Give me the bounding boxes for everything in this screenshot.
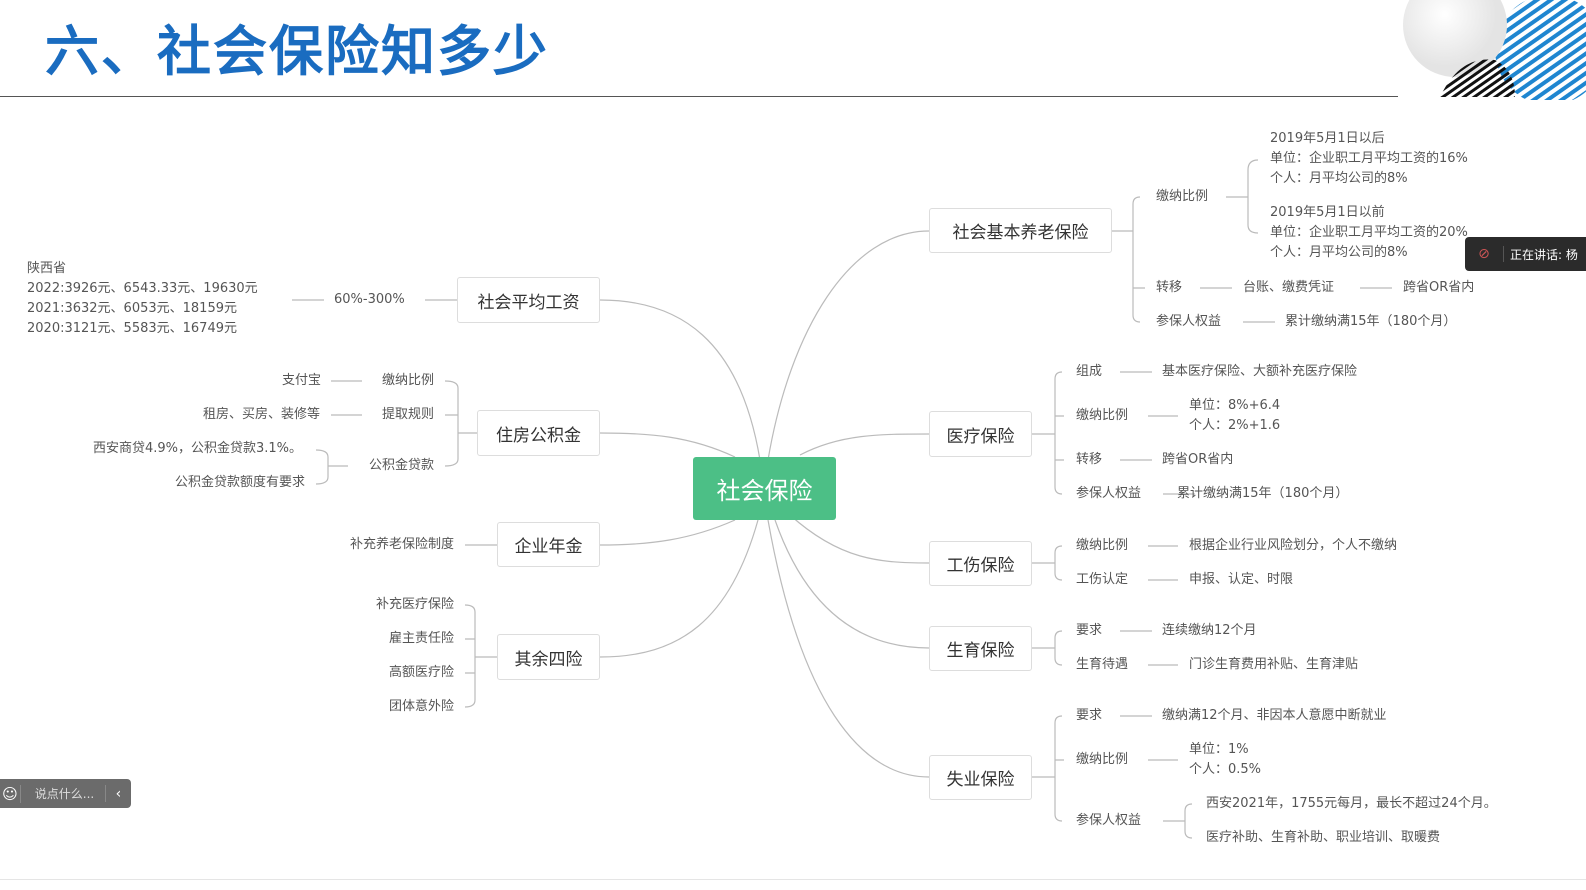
others-item: 补充医疗保险 [375,597,454,612]
annuity-desc: 补充养老保险制度 [349,537,454,552]
fund-loan-rate: 西安商贷4.9%，公积金贷款3.1%。 [92,441,302,456]
page-title: 六、社会保险知多少 [45,20,549,83]
unemp-rights-label: 参保人权益 [1076,813,1142,828]
medical-rate-unit: 单位：8%+6.4 [1189,398,1281,413]
node-fund[interactable]: 住房公积金 [477,410,600,456]
pension-transfer-docs: 台账、缴费凭证 [1243,280,1335,295]
injury-ident-label: 工伤认定 [1076,572,1129,587]
corner-decoration [1403,0,1586,100]
unemp-rate-unit: 单位：1% [1189,742,1249,757]
fund-withdraw: 租房、买房、装修等 [202,407,320,422]
pension-after-person: 个人：月平均公司的8% [1270,171,1408,186]
pension-after-unit: 单位：企业职工月平均工资的16% [1270,151,1468,166]
unemp-rate-label: 缴纳比例 [1076,752,1129,767]
medical-transfer: 跨省OR省内 [1162,452,1234,467]
wage-2020: 2020:3121元、5583元、16749元 [27,321,237,336]
others-item: 团体意外险 [388,699,454,714]
medical-transfer-label: 转移 [1076,452,1103,467]
mic-muted-icon: ⊘ [1465,246,1504,262]
bottom-divider [0,879,1586,880]
unemp-rights-1: 西安2021年，1755元每月，最长不超过24个月。 [1206,796,1497,811]
wage-2022: 2022:3926元、6543.33元、19630元 [27,281,258,296]
injury-ident: 申报、认定、时限 [1189,572,1294,587]
pension-transfer-scope: 跨省OR省内 [1403,280,1475,295]
node-annuity[interactable]: 企业年金 [497,522,600,567]
chat-input[interactable]: 说点什么... [21,785,106,802]
fund-loan-limit: 公积金贷款额度有要求 [174,475,305,490]
title-divider [0,96,1398,97]
others-item: 雇主责任险 [388,631,454,646]
pension-rights: 累计缴纳满15年（180个月） [1285,314,1457,329]
fund-loan-label: 公积金贷款 [368,458,434,473]
node-medical[interactable]: 医疗保险 [929,411,1032,457]
medical-rate-person: 个人：2%+1.6 [1189,418,1281,433]
node-others[interactable]: 其余四险 [497,634,600,680]
center-node[interactable]: 社会保险 [693,457,836,520]
node-maternity[interactable]: 生育保险 [929,626,1032,671]
medical-comp-label: 组成 [1076,364,1103,379]
unemp-rate-person: 个人：0.5% [1189,762,1262,777]
medical-comp: 基本医疗保险、大额补充医疗保险 [1162,364,1358,379]
fund-rate-label: 缴纳比例 [381,373,434,388]
pension-before-unit: 单位：企业职工月平均工资的20% [1270,225,1468,240]
node-injury[interactable]: 工伤保险 [929,541,1032,586]
collapse-chevron-icon[interactable]: ‹ [115,785,122,802]
pension-rate-label: 缴纳比例 [1156,189,1209,204]
injury-rate-label: 缴纳比例 [1076,538,1129,553]
node-pension[interactable]: 社会基本养老保险 [929,208,1112,253]
speaking-indicator: ⊘ 正在讲话: 杨 [1465,237,1586,271]
medical-rights: 累计缴纳满15年（180个月） [1177,486,1349,501]
wage-range: 60%-300% [334,292,405,307]
medical-rate-label: 缴纳比例 [1076,408,1129,423]
unemp-rights-2: 医疗补助、生育补助、职业培训、取暖费 [1206,830,1441,845]
pension-before-date: 2019年5月1日以前 [1270,205,1385,220]
maternity-benefit: 门诊生育费用补贴、生育津贴 [1189,657,1359,672]
node-unemployment[interactable]: 失业保险 [929,755,1032,800]
pension-after-date: 2019年5月1日以后 [1270,131,1385,146]
fund-rate: 支付宝 [281,373,321,388]
node-wage[interactable]: 社会平均工资 [457,277,600,323]
others-item: 高额医疗险 [388,665,454,680]
fund-withdraw-label: 提取规则 [381,407,434,422]
maternity-benefit-label: 生育待遇 [1076,657,1129,672]
injury-rate: 根据企业行业风险划分，个人不缴纳 [1189,538,1398,553]
medical-rights-label: 参保人权益 [1076,486,1142,501]
unemp-req: 缴纳满12个月、非因本人意愿中断就业 [1162,708,1387,723]
wage-province: 陕西省 [27,261,67,276]
pension-before-person: 个人：月平均公司的8% [1270,245,1408,260]
pension-transfer-label: 转移 [1156,280,1183,295]
emoji-icon[interactable]: ☺ [0,784,21,803]
speaking-text: 正在讲话: 杨 [1510,247,1578,262]
chat-bar[interactable]: ☺ 说点什么... ‹ [0,779,131,808]
unemp-req-label: 要求 [1076,708,1103,723]
maternity-req: 连续缴纳12个月 [1162,623,1257,638]
maternity-req-label: 要求 [1076,623,1103,638]
wage-2021: 2021:3632元、6053元、18159元 [27,301,237,316]
pension-rights-label: 参保人权益 [1156,314,1222,329]
